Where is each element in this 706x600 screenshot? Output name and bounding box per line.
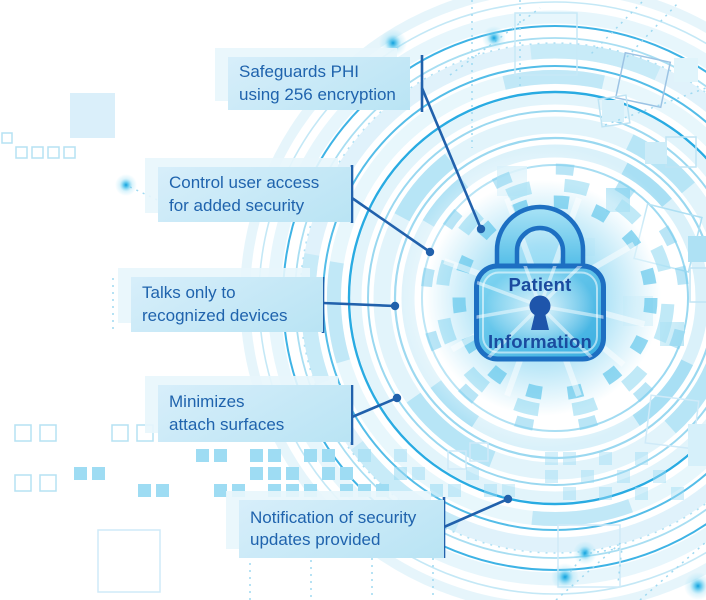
connector-5 — [442, 494, 513, 558]
callout-fill — [158, 167, 351, 222]
callout-fill — [228, 57, 410, 110]
keyhole-icon — [529, 295, 551, 317]
callout-line: updates provided — [250, 530, 381, 549]
callout-control-user-access: Control user access for added security — [145, 158, 351, 222]
connector-4 — [350, 385, 402, 445]
callout-fill — [131, 277, 323, 332]
callout-fill — [239, 500, 444, 558]
callout-line: using 256 encryption — [239, 84, 396, 104]
callout-minimizes-attach-surfaces: Minimizes attach surfaces — [145, 376, 351, 442]
padlock-icon: Patient Information — [474, 204, 606, 362]
callout-notification-security-updates: Notification of security updates provide… — [226, 491, 444, 558]
callout-line: Notification of security — [250, 507, 417, 527]
callout-line: Safeguards PHI — [239, 62, 360, 81]
lock-shackle — [494, 204, 586, 277]
callout-line: recognized devices — [142, 305, 288, 325]
lock-label-top: Patient — [508, 274, 571, 295]
callout-line: Minimizes — [169, 392, 245, 411]
callout-line: for added security — [169, 195, 305, 215]
callout-line: Talks only to — [142, 283, 236, 302]
keyhole-stem — [531, 311, 549, 330]
callout-line: attach surfaces — [169, 414, 285, 434]
lock-label-bottom: Information — [488, 331, 592, 352]
connector-2 — [350, 165, 435, 257]
connector-1 — [420, 55, 486, 234]
callout-line: Control user access — [169, 173, 320, 192]
callout-safeguards-phi: Safeguards PHI using 256 encryption — [215, 48, 410, 110]
lock-inner-highlight — [482, 271, 598, 354]
callout-fill — [158, 385, 351, 442]
connector-3 — [321, 277, 400, 333]
connector-group — [321, 55, 513, 558]
callout-talks-recognized-devices: Talks only to recognized devices — [118, 268, 323, 332]
